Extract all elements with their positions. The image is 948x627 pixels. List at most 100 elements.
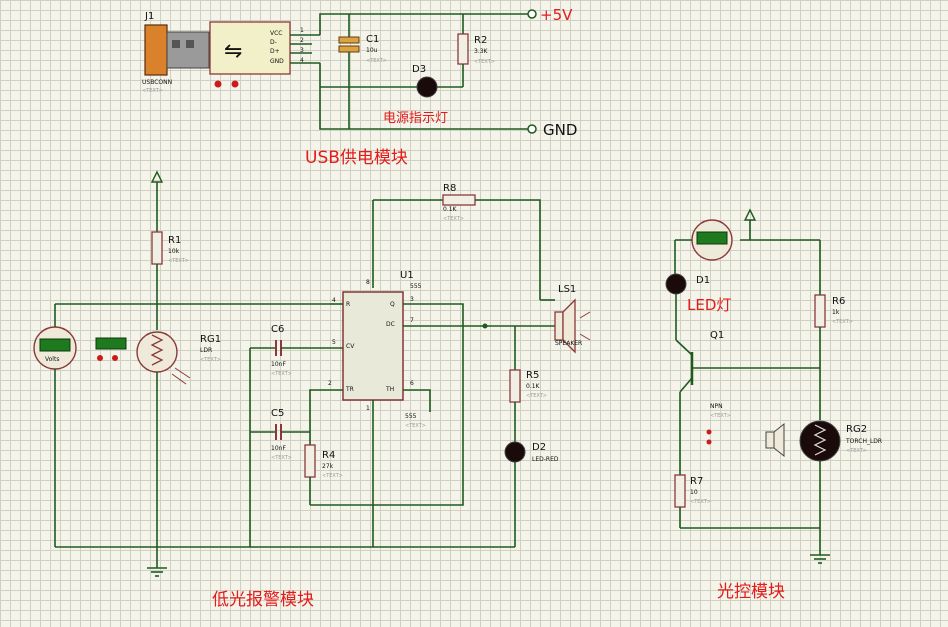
c5-label: C5: [271, 408, 284, 419]
c5-value: 10nF: [271, 445, 286, 452]
usb-pin-dminus: D-: [270, 39, 277, 46]
c5-text-marker: <TEXT>: [271, 455, 292, 461]
rg1-value: LDR: [200, 347, 212, 354]
u1-pin-3: 3: [410, 296, 414, 303]
voltmeter-display: [39, 338, 71, 352]
c1-text-marker: <TEXT>: [366, 58, 387, 64]
r8-text-marker: <TEXT>: [443, 216, 464, 222]
d3-label: D3: [412, 64, 426, 75]
usb-module-title: USB供电模块: [305, 148, 408, 168]
c1-plate-bottom: [338, 45, 360, 53]
probe-dot-icon: [706, 439, 712, 445]
usb-pin-num-4: 4: [300, 57, 304, 64]
ls1-speaker-icon: [554, 311, 564, 341]
usb-power-module: ⇋ VCC D- D+ GND 1 2 3 4 J1 USBCONN <TEXT…: [142, 6, 577, 139]
u1-pin-1: 1: [366, 405, 370, 412]
u1-555-timer: [342, 291, 404, 401]
u1-pin-q: Q: [390, 301, 395, 308]
usb-plug-shell: [144, 24, 168, 76]
r2-resistor: [457, 33, 469, 65]
gnd-label: GND: [543, 121, 577, 139]
d2-label: D2: [532, 442, 546, 453]
gnd-terminal: [527, 124, 537, 134]
power-led-label: 电源指示灯: [383, 111, 448, 126]
u1-pin-6: 6: [410, 380, 414, 387]
r6-resistor: [814, 294, 826, 328]
r1-label: R1: [168, 235, 181, 246]
c6-value: 10nF: [271, 361, 286, 368]
rg2-text-marker: <TEXT>: [846, 448, 867, 454]
r5-resistor: [509, 369, 521, 403]
u1-pin-4: 4: [332, 297, 336, 304]
voltmeter-unit: Volts: [45, 356, 59, 363]
r7-resistor: [674, 474, 686, 508]
usb-pin-vcc: VCC: [270, 30, 282, 37]
probe-dot-icon: [97, 355, 103, 361]
c1-value: 10u: [366, 47, 378, 54]
c1-plate-top: [338, 36, 360, 44]
probe-dot-icon: [231, 80, 239, 88]
led-lamp-label: LED灯: [687, 296, 731, 314]
u1-pin-tr: TR: [345, 386, 354, 393]
ls1-label: LS1: [558, 284, 576, 295]
probe-display: [95, 337, 127, 350]
ammeter-display: [696, 231, 728, 245]
usb-symbol-icon: ⇋: [224, 39, 242, 64]
rg2-label: RG2: [846, 424, 867, 435]
u1-pin-cv: CV: [346, 343, 355, 350]
usb-plug-hole-icon: [172, 40, 180, 48]
d3-led-icon: [416, 76, 438, 98]
u1-pin-th: TH: [385, 386, 394, 393]
r5-label: R5: [526, 370, 539, 381]
usb-pin-gnd: GND: [270, 58, 284, 65]
c6-label: C6: [271, 324, 284, 335]
j1-value: USBCONN: [142, 79, 172, 86]
d1-led-icon: [665, 273, 687, 295]
probe-dot-icon: [214, 80, 222, 88]
u1-label: U1: [400, 270, 414, 281]
rg1-label: RG1: [200, 334, 221, 345]
j1-text-marker: <TEXT>: [142, 88, 163, 94]
usb-pin-num-3: 3: [300, 47, 304, 54]
r8-label: R8: [443, 183, 456, 194]
q1-value: NPN: [710, 403, 723, 410]
probe-dot-icon: [112, 355, 118, 361]
q1-text-marker: <TEXT>: [710, 413, 731, 419]
usb-connector-body: [209, 21, 291, 75]
r7-value: 10: [690, 489, 698, 496]
low-light-alarm-module: R1 10k <TEXT> RG1 LDR <TEXT> Volts R8: [33, 170, 591, 577]
u1-value-bottom: 555: [405, 413, 417, 420]
vcc-terminal: [527, 9, 537, 19]
r8-resistor: [442, 194, 476, 206]
r6-value: 1k: [832, 309, 840, 316]
u1-text-marker: <TEXT>: [405, 423, 426, 429]
r4-label: R4: [322, 450, 335, 461]
r1-resistor: [151, 231, 163, 265]
u1-pin-5: 5: [332, 339, 336, 346]
r6-label: R6: [832, 296, 845, 307]
d2-led-icon: [504, 441, 526, 463]
rg2-value: TORCH_LDR: [845, 438, 882, 445]
vcc-arrow-icon: [150, 170, 164, 183]
alarm-module-title: 低光报警模块: [212, 590, 314, 610]
u1-pin-7: 7: [410, 317, 414, 324]
ls1-value: SPEAKER: [555, 340, 582, 347]
r4-value: 27k: [322, 463, 334, 470]
d2-value: LED-RED: [532, 456, 559, 463]
vcc-arrow-icon: [743, 208, 757, 221]
vcc-label: +5V: [540, 6, 573, 24]
probe-dot-icon: [706, 429, 712, 435]
usb-pin-num-2: 2: [300, 37, 304, 44]
light-control-module: D1 LED灯 Q1 NPN <TEXT> R7 10 <TEXT> R6 1k…: [665, 208, 882, 564]
u1-pin-8: 8: [366, 279, 370, 286]
usb-plug-metal: [166, 31, 210, 69]
u1-pin-2: 2: [328, 380, 332, 387]
r2-label: R2: [474, 35, 487, 46]
c1-label: C1: [366, 34, 379, 45]
u1-pin-dc: DC: [386, 321, 395, 328]
r5-value: 0.1K: [526, 383, 541, 390]
u1-pin-r: R: [346, 301, 350, 308]
d1-label: D1: [696, 275, 710, 286]
r8-value: 0.1K: [443, 206, 458, 213]
